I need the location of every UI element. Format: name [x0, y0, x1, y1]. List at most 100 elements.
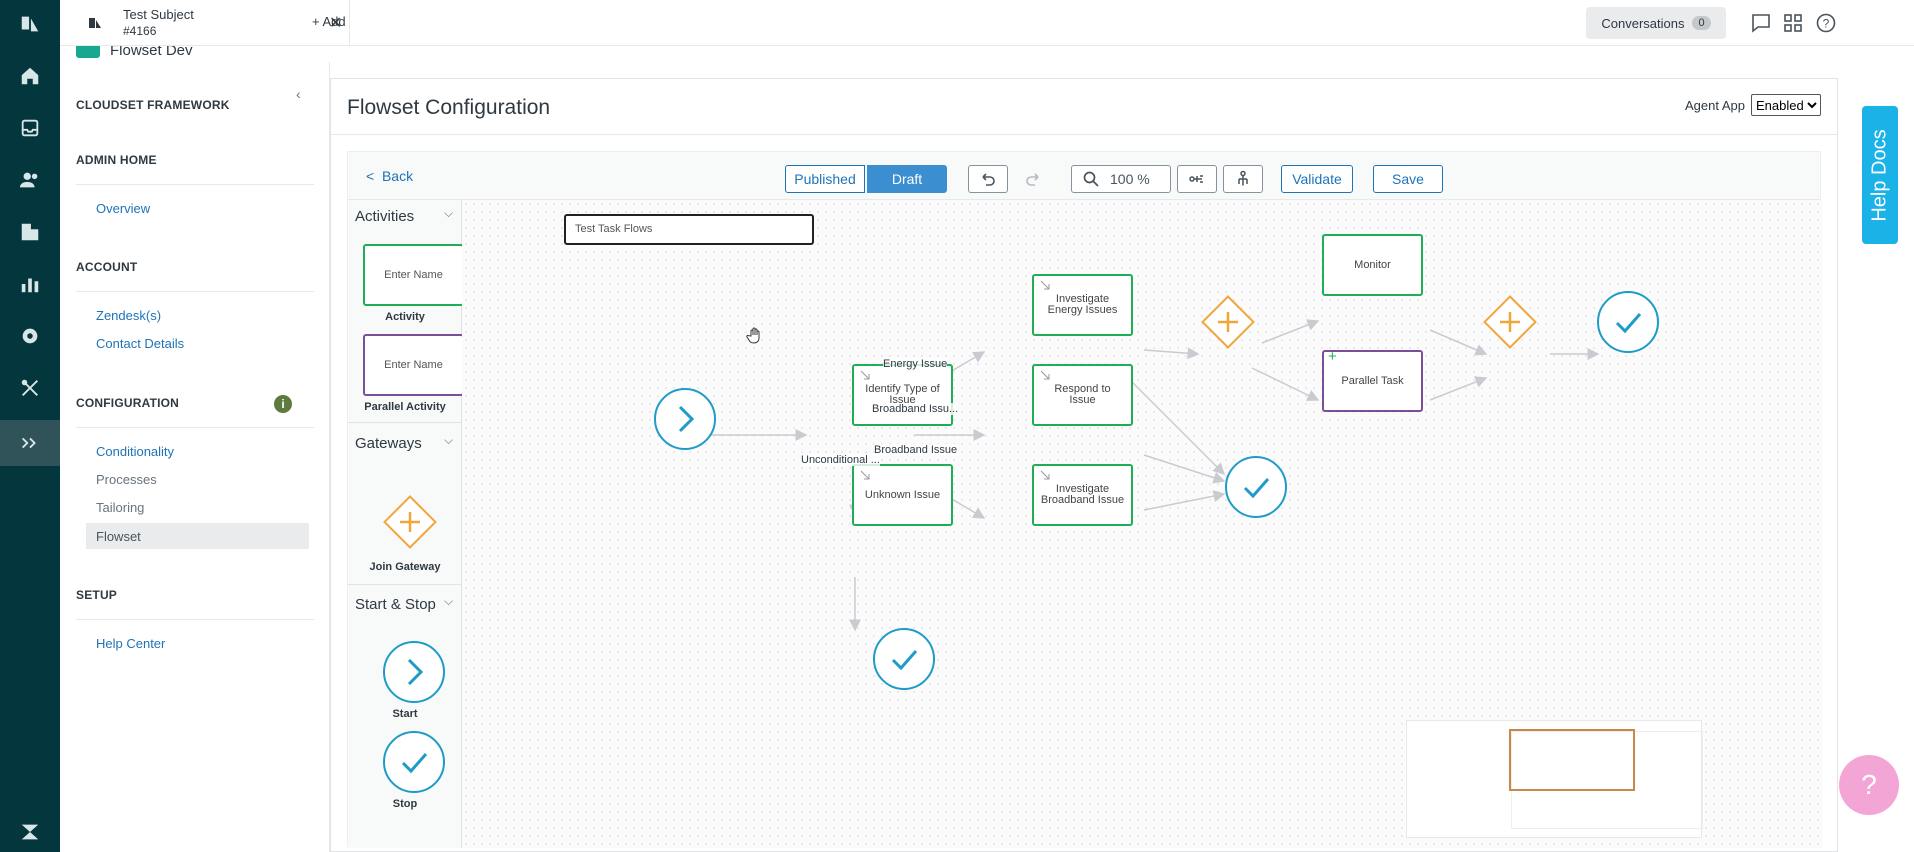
back-link[interactable]: < Back [366, 168, 413, 184]
zoom-control[interactable]: 100 % [1071, 165, 1171, 193]
close-tab-icon[interactable]: ✕ [329, 15, 343, 32]
node-label: Respond to Issue [1054, 383, 1111, 406]
validate-button[interactable]: Validate [1281, 165, 1353, 193]
draft-button[interactable]: Draft [867, 165, 947, 193]
flow-name-input[interactable]: Test Task Flows [564, 214, 814, 245]
shape-palette: Activities ⌵ Enter Name Activity Enter N… [348, 200, 464, 848]
activity-node-investigate-broadband[interactable]: Investigate Broadband Issue [1032, 464, 1133, 526]
stop-event-node-issues[interactable] [1224, 455, 1288, 519]
reporting-icon[interactable] [0, 264, 60, 304]
task-marker-icon [860, 370, 870, 380]
start-label: Start [392, 708, 418, 720]
vertical-layout-button[interactable] [1223, 165, 1263, 193]
horizontal-layout-button[interactable] [1177, 165, 1217, 193]
organizations-icon[interactable] [0, 212, 60, 252]
node-label: Monitor [1354, 258, 1391, 271]
undo-button[interactable] [968, 165, 1008, 193]
sidebar-item-tailoring[interactable]: Tailoring [96, 500, 145, 515]
chevron-down-icon[interactable]: ⌵ [444, 206, 454, 220]
divider [76, 619, 314, 620]
sidebar-item-contact-details[interactable]: Contact Details [96, 336, 185, 351]
sidebar-item-flowset[interactable]: Flowset [96, 529, 141, 544]
minimap-viewport[interactable] [1509, 729, 1635, 791]
chevron-down-icon[interactable]: ⌵ [444, 433, 454, 447]
node-label: Investigate Broadband Issue [1040, 483, 1125, 506]
stop-event-node-unknown[interactable] [872, 627, 936, 691]
customers-icon[interactable] [0, 160, 60, 200]
page-title: Flowset Configuration [347, 96, 551, 119]
parallel-activity-node[interactable]: + Parallel Task [1322, 349, 1423, 412]
chat-icon[interactable] [1750, 12, 1772, 34]
activity-shape[interactable]: Enter Name [363, 244, 464, 306]
help-docs-label: Help Docs [1868, 128, 1891, 222]
agent-app-select[interactable]: Enabled [1751, 94, 1821, 116]
activity-node-investigate-energy[interactable]: Investigate Energy Issues [1032, 274, 1133, 336]
home-icon[interactable] [0, 56, 60, 96]
sidebar-item-help-center[interactable]: Help Center [96, 636, 166, 651]
views-icon[interactable] [0, 108, 60, 148]
editor-toolbar: < Back Published Draft 100 % Validate [348, 152, 1820, 200]
activity-node-respond[interactable]: Respond to Issue [1032, 364, 1133, 426]
edge-label-broadband: Broadband Issue [874, 444, 958, 456]
ticket-tab[interactable]: Test Subject #4166 ✕ [72, 0, 350, 46]
settings-gear-icon[interactable] [0, 316, 60, 356]
join-gateway-node-2[interactable] [1478, 290, 1542, 354]
help-docs-tab[interactable]: Help Docs [1862, 106, 1898, 244]
help-fab-button[interactable]: ? [1839, 755, 1899, 815]
info-icon[interactable]: i [274, 395, 292, 413]
chevron-down-icon[interactable]: ⌵ [444, 594, 454, 608]
activity-node-unknown[interactable]: Unknown Issue [852, 464, 953, 526]
back-label: Back [381, 168, 414, 184]
product-tray-icon[interactable] [1782, 12, 1804, 34]
join-gateway-node-1[interactable] [1196, 290, 1260, 354]
chevron-left-icon: < [366, 168, 375, 184]
join-gateway-shape[interactable] [378, 490, 442, 554]
node-label: Parallel Task [1341, 374, 1404, 387]
published-button[interactable]: Published [785, 165, 865, 193]
start-shape[interactable] [382, 640, 446, 704]
agent-app-label: Agent App [1685, 97, 1745, 113]
svg-text:?: ? [1861, 770, 1877, 800]
task-marker-icon [1040, 470, 1050, 480]
save-button[interactable]: Save [1373, 165, 1443, 193]
sidebar-item-overview[interactable]: Overview [96, 201, 151, 216]
collapse-sidebar-icon[interactable]: ‹ [296, 86, 301, 102]
undo-icon [982, 173, 995, 186]
conversations-count-badge: 0 [1692, 16, 1711, 30]
minimap[interactable] [1406, 720, 1703, 838]
flowset-app-icon[interactable] [0, 420, 60, 466]
node-label: Investigate Energy Issues [1047, 293, 1118, 316]
edge-label-broadband-truncated: Broadband Issu... [872, 403, 959, 415]
app-name: Flowset Dev [110, 46, 193, 59]
redo-button[interactable] [1013, 165, 1053, 193]
activity-node-monitor[interactable]: Monitor [1322, 234, 1423, 296]
divider [331, 134, 1837, 135]
stop-label: Stop [392, 798, 418, 810]
task-marker-icon [1040, 370, 1050, 380]
app-header: Flowset Dev [60, 46, 1914, 62]
tab-subtitle: #4166 [123, 24, 157, 38]
zendesk-logo-icon[interactable] [0, 4, 60, 44]
start-event-node[interactable] [653, 387, 717, 451]
product-rail [0, 0, 60, 852]
conversations-button[interactable]: Conversations 0 [1586, 7, 1726, 39]
redo-icon [1026, 173, 1039, 186]
edge-energy-gateway [1143, 347, 1200, 360]
activity-node-identify[interactable]: Identify Type of Issue [852, 364, 953, 426]
sidebar-item-zendesks[interactable]: Zendesk(s) [96, 308, 162, 323]
sidebar-item-conditionality[interactable]: Conditionality [96, 444, 175, 459]
help-icon[interactable]: ? [1815, 12, 1837, 34]
parallel-activity-label: Parallel Activity [364, 401, 446, 413]
sidebar-item-flowset-selected[interactable] [86, 523, 309, 549]
join-gateway-label: Join Gateway [369, 561, 441, 573]
flow-canvas[interactable]: Test Task Flows Identify Type of Issue I… [462, 200, 1822, 848]
stop-event-node-final[interactable] [1596, 290, 1660, 354]
zoom-level: 100 % [1110, 171, 1150, 187]
sidebar-item-processes[interactable]: Processes [96, 472, 157, 487]
account-heading: ACCOUNT [76, 260, 138, 274]
parallel-activity-shape[interactable]: Enter Name [363, 334, 464, 396]
apps-tools-icon[interactable] [0, 368, 60, 408]
add-button[interactable]: + Add [312, 14, 346, 29]
stop-shape[interactable] [382, 730, 446, 794]
admin-home-heading[interactable]: ADMIN HOME [76, 153, 157, 167]
